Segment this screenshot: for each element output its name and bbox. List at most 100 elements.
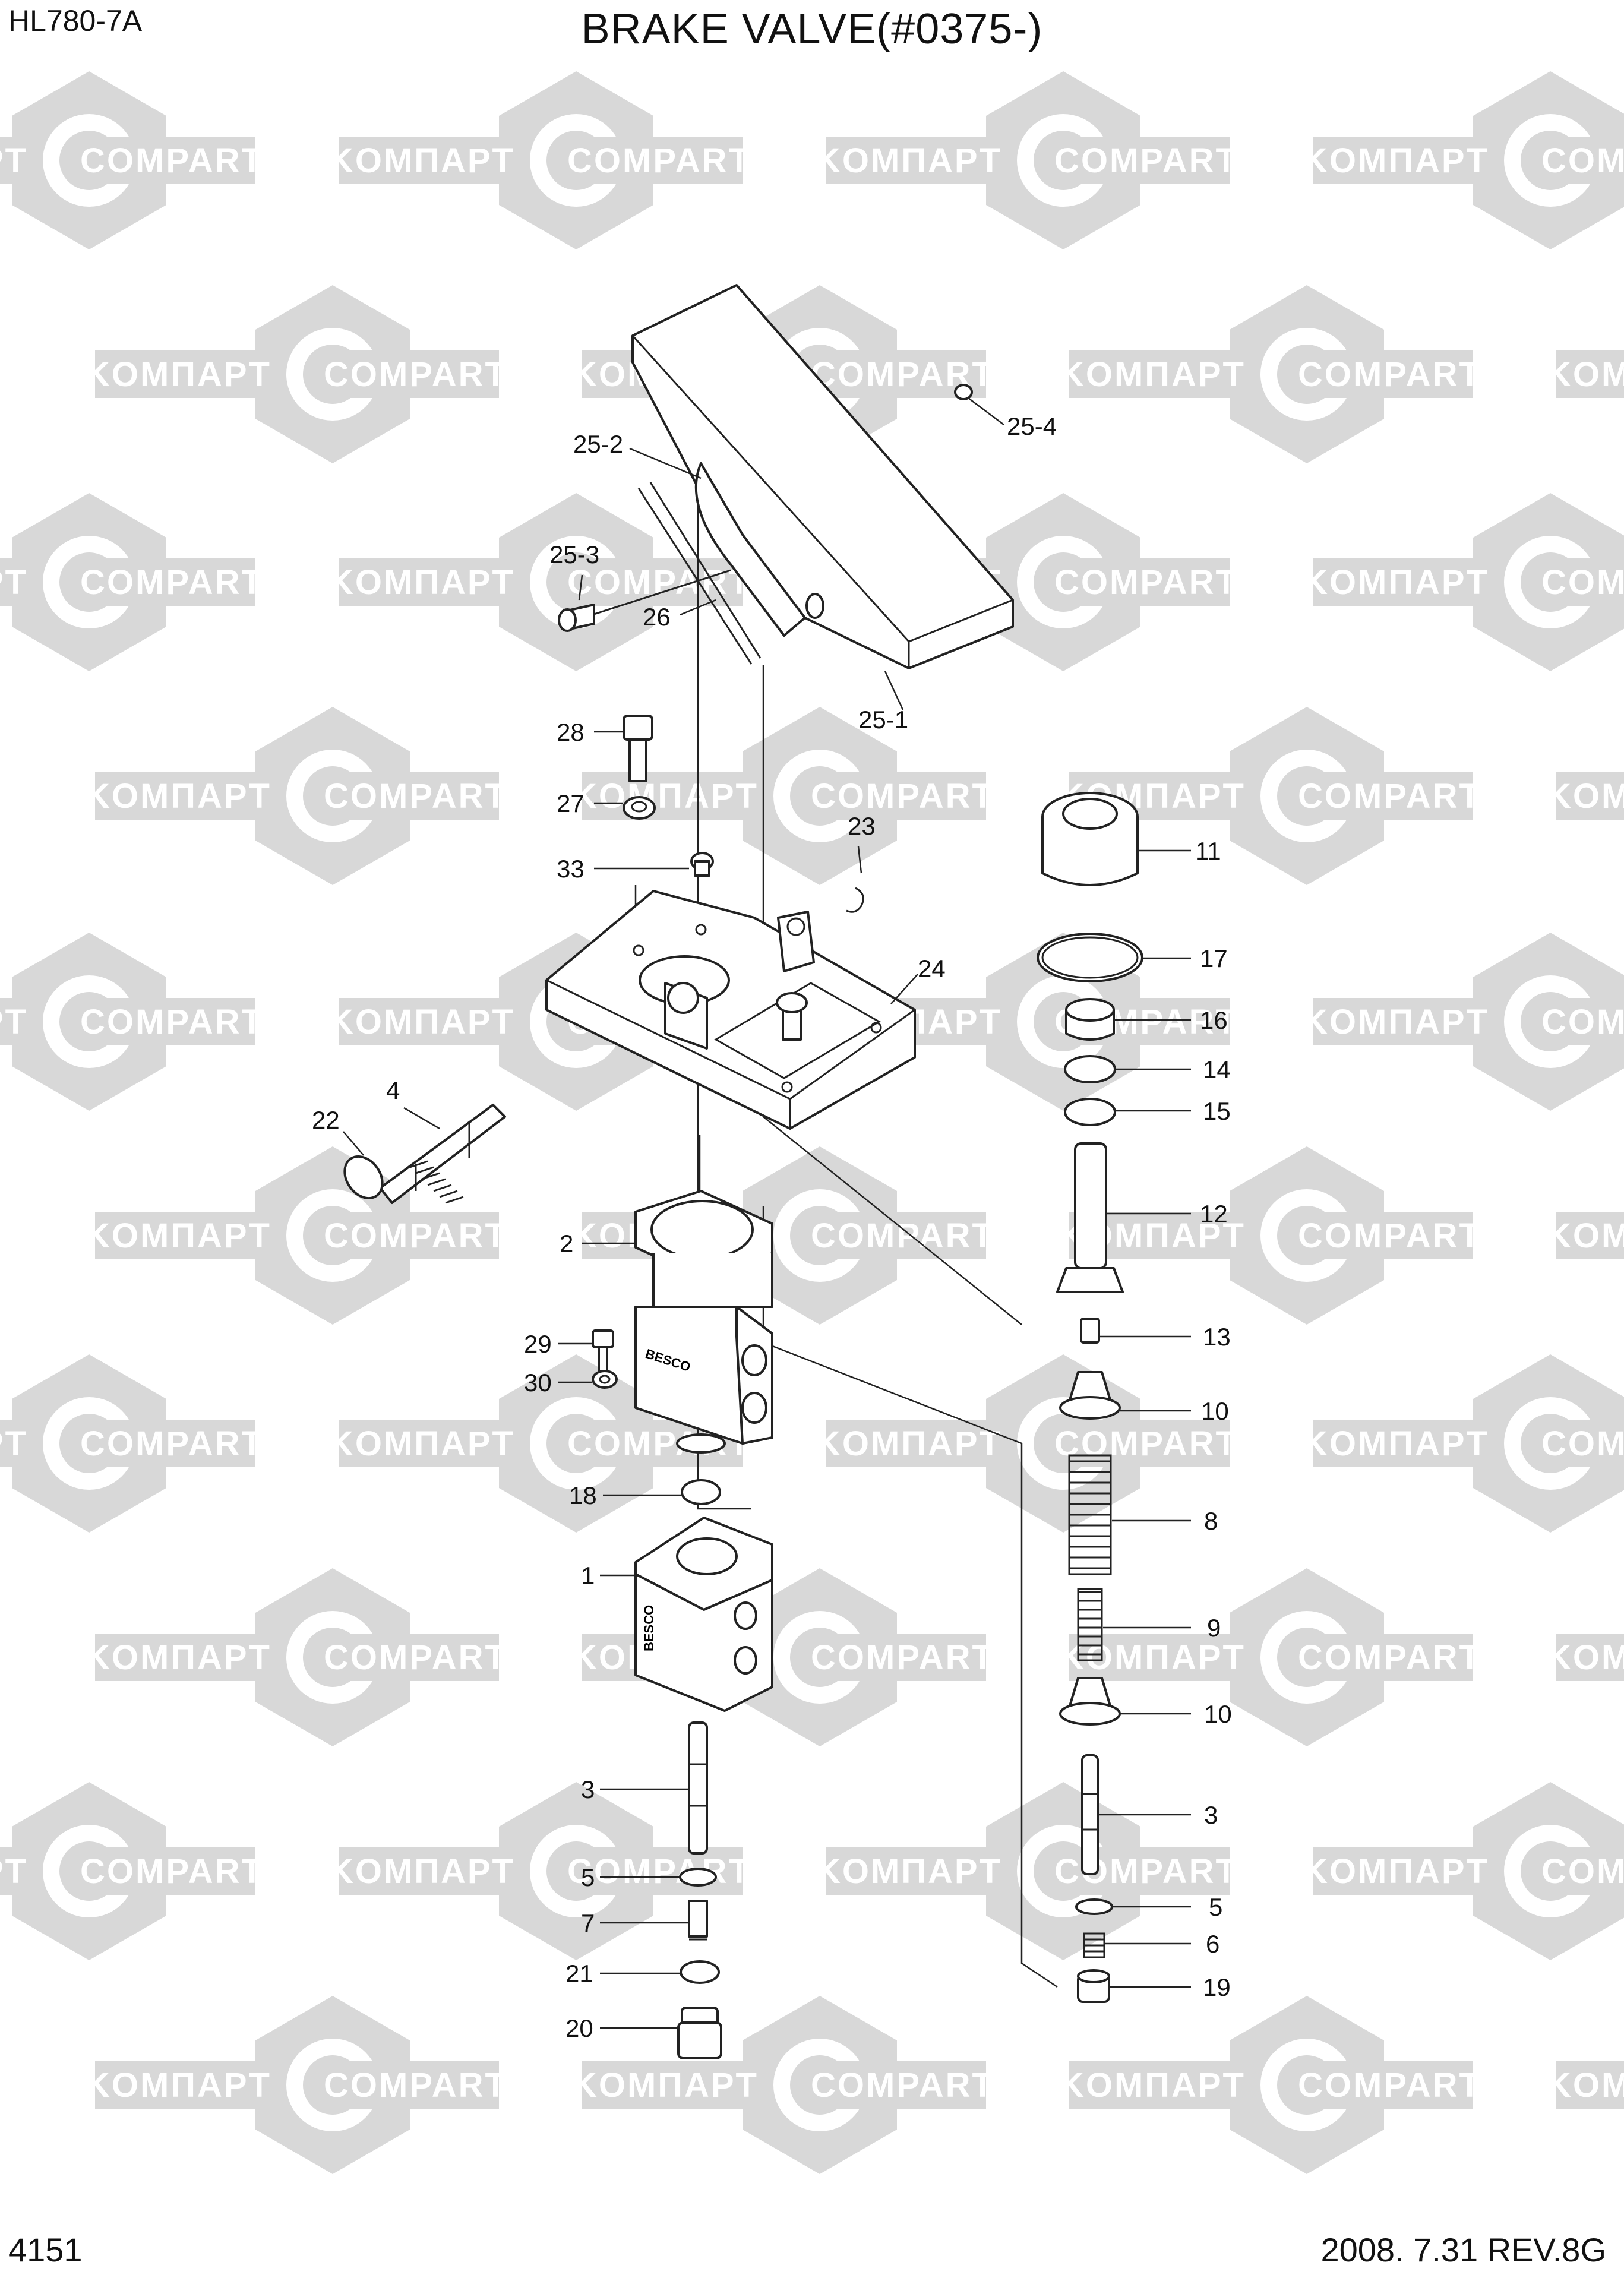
svg-text:KOMПAPT: KOMПAPT [85, 777, 271, 816]
svg-text:COMPART: COMPART [811, 1217, 995, 1255]
svg-text:KOMПAPT: KOMПAPT [328, 1003, 515, 1041]
svg-text:COMPART: COMPART [567, 141, 751, 180]
svg-text:KOMПAPT: KOMПAPT [1059, 355, 1246, 394]
svg-text:COMPART: COMPART [1541, 563, 1624, 602]
svg-text:KOMПAPT: KOMПAPT [0, 1852, 28, 1891]
model-label: HL780-7A [8, 4, 143, 37]
callout-5-left: 5 [581, 1863, 595, 1891]
svg-text:KOMПAPT: KOMПAPT [1059, 1638, 1246, 1677]
svg-text:KOMПAPT: KOMПAPT [85, 2066, 271, 2105]
svg-text:COMPART: COMPART [80, 563, 264, 602]
svg-text:COMPART: COMPART [1541, 1003, 1624, 1041]
callout-6: 6 [1206, 1930, 1219, 1958]
callout-28: 28 [557, 718, 584, 746]
svg-text:KOMПAPT: KOMПAPT [0, 1424, 28, 1463]
svg-text:KOMПAPT: KOMПAPT [816, 1852, 1002, 1891]
svg-text:KOMПAPT: KOMПAPT [85, 355, 271, 394]
callout-labels: 25-4 25-2 25-3 26 25-1 28 27 33 23 24 4 … [312, 412, 1232, 2042]
svg-text:COMPART: COMPART [567, 563, 751, 602]
svg-text:COMPART: COMPART [1541, 141, 1624, 180]
svg-text:COMPART: COMPART [1054, 563, 1238, 602]
svg-text:COMPART: COMPART [80, 141, 264, 180]
callout-13: 13 [1203, 1323, 1231, 1351]
svg-text:COMPART: COMPART [1298, 2066, 1482, 2105]
callout-3-left: 3 [581, 1775, 595, 1803]
callout-16: 16 [1200, 1006, 1228, 1034]
callout-25-1: 25-1 [858, 706, 908, 734]
svg-text:COMPART: COMPART [324, 2066, 508, 2105]
callout-24: 24 [918, 955, 946, 982]
svg-text:KOMПAPT: KOMПAPT [1303, 1852, 1489, 1891]
upper-valve-body: BESCO [634, 1190, 773, 1454]
pedal-assembly [558, 284, 1014, 669]
svg-text:KOMПAPT: KOMПAPT [1303, 563, 1489, 602]
callout-9: 9 [1207, 1614, 1221, 1642]
callout-4: 4 [386, 1076, 400, 1104]
svg-text:COMPART: COMPART [1298, 1638, 1482, 1677]
callout-2: 2 [560, 1230, 573, 1258]
svg-text:KOMПAPT: KOMПAPT [1546, 1217, 1624, 1255]
svg-text:KOMПAPT: KOMПAPT [816, 141, 1002, 180]
svg-text:KOMПAPT: KOMПAPT [1303, 1424, 1489, 1463]
callout-21: 21 [565, 1960, 593, 1988]
callout-22: 22 [312, 1106, 340, 1134]
right-parts-stack [1037, 792, 1143, 2003]
svg-text:COMPART: COMPART [324, 777, 508, 816]
svg-text:KOMПAPT: KOMПAPT [1546, 355, 1624, 394]
svg-text:KOMПAPT: KOMПAPT [1059, 2066, 1246, 2105]
svg-text:COMPART: COMPART [1054, 141, 1238, 180]
callout-14: 14 [1203, 1056, 1231, 1083]
mounting-plate [545, 887, 916, 1130]
svg-text:COMPART: COMPART [1298, 777, 1482, 816]
callout-33: 33 [557, 855, 584, 883]
svg-text:COMPART: COMPART [811, 1638, 995, 1677]
svg-text:COMPART: COMPART [1298, 355, 1482, 394]
callout-10-upper: 10 [1201, 1397, 1229, 1425]
svg-text:KOMПAPT: KOMПAPT [1546, 2066, 1624, 2105]
page-title: BRAKE VALVE(#0375-) [581, 5, 1043, 53]
callout-25-2: 25-2 [573, 430, 623, 458]
svg-text:KOMПAPT: KOMПAPT [85, 1638, 271, 1677]
svg-text:KOMПAPT: KOMПAPT [1546, 1638, 1624, 1677]
svg-text:KOMПAPT: KOMПAPT [0, 1003, 28, 1041]
svg-text:COMPART: COMPART [324, 355, 508, 394]
callout-1: 1 [581, 1562, 595, 1590]
svg-text:COMPART: COMPART [811, 777, 995, 816]
callout-23: 23 [848, 812, 876, 840]
svg-text:KOMПAPT: KOMПAPT [816, 1424, 1002, 1463]
svg-text:COMPART: COMPART [1541, 1424, 1624, 1463]
svg-text:KOMПAPT: KOMПAPT [572, 2066, 759, 2105]
svg-text:COMPART: COMPART [80, 1424, 264, 1463]
svg-text:COMPART: COMPART [80, 1852, 264, 1891]
revision-date: 2008. 7.31 REV.8G [1320, 2231, 1606, 2269]
svg-text:COMPART: COMPART [1541, 1852, 1624, 1891]
svg-text:COMPART: COMPART [324, 1638, 508, 1677]
svg-text:KOMПAPT: KOMПAPT [1303, 141, 1489, 180]
lower-valve-body: BESCO [634, 1517, 773, 1712]
callout-17: 17 [1200, 944, 1228, 972]
svg-text:KOMПAPT: KOMПAPT [1546, 777, 1624, 816]
callout-30: 30 [524, 1369, 552, 1397]
page-number: 4151 [8, 2231, 83, 2269]
svg-text:COMPART: COMPART [80, 1003, 264, 1041]
svg-text:KOMПAPT: KOMПAPT [328, 141, 515, 180]
callout-25-3: 25-3 [549, 541, 599, 568]
callout-8: 8 [1204, 1507, 1218, 1535]
callout-27: 27 [557, 789, 584, 817]
callout-12: 12 [1200, 1200, 1228, 1228]
callout-leaders [343, 397, 1191, 2029]
bolt-and-washer [623, 715, 714, 877]
callout-7: 7 [581, 1909, 595, 1937]
svg-text:COMPART: COMPART [811, 2066, 995, 2105]
svg-text:KOMПAPT: KOMПAPT [85, 1217, 271, 1255]
callout-11: 11 [1195, 837, 1221, 865]
callout-19: 19 [1203, 1973, 1231, 2001]
callout-25-4: 25-4 [1007, 412, 1057, 440]
left-spool-stack [677, 1721, 722, 2059]
o-ring [681, 1479, 721, 1505]
svg-text:KOMПAPT: KOMПAPT [0, 141, 28, 180]
screw-and-washer [592, 1329, 618, 1389]
svg-text:KOMПAPT: KOMПAPT [1303, 1003, 1489, 1041]
svg-text:KOMПAPT: KOMПAPT [328, 1852, 515, 1891]
